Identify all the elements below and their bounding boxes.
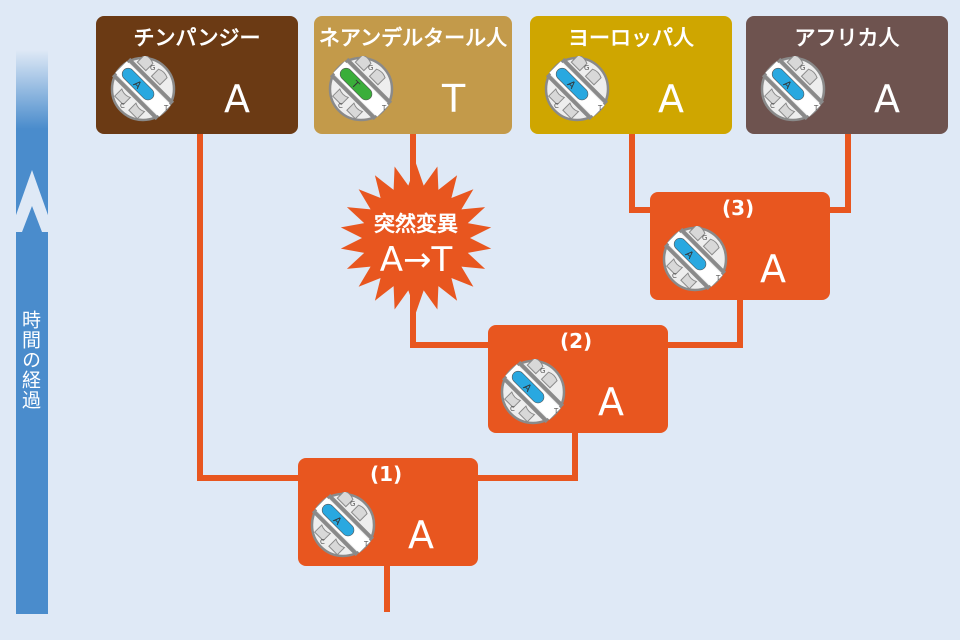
svg-text:C: C	[338, 102, 343, 110]
mutation-title: 突然変異	[374, 212, 458, 236]
base-letter: T	[442, 77, 466, 121]
branch-european	[629, 130, 652, 213]
species-name: チンパンジー	[133, 26, 261, 50]
svg-text:G: G	[584, 64, 589, 72]
mutation-change: A→T	[379, 240, 453, 280]
svg-text:C: C	[510, 405, 515, 413]
svg-text:T: T	[363, 540, 369, 548]
node-label: (2)	[560, 329, 593, 353]
node-label: (1)	[370, 462, 403, 486]
svg-text:T: T	[597, 104, 603, 112]
svg-text:C: C	[554, 102, 559, 110]
svg-text:T: T	[553, 407, 559, 415]
svg-text:T: T	[381, 104, 387, 112]
svg-text:G: G	[702, 234, 707, 242]
base-letter: A	[224, 77, 250, 121]
node-label: (3)	[722, 196, 755, 220]
svg-text:T: T	[813, 104, 819, 112]
mutation-burst: 突然変異 A→T	[336, 160, 496, 316]
base-letter: A	[408, 513, 434, 557]
up-arrow-icon	[10, 50, 54, 614]
base-letter: A	[658, 77, 684, 121]
svg-text:C: C	[672, 272, 677, 280]
branch-african	[828, 130, 851, 213]
time-axis-label: 時間の経過	[19, 310, 41, 410]
svg-text:G: G	[350, 500, 355, 508]
svg-text:T: T	[163, 104, 169, 112]
base-letter: A	[874, 77, 900, 121]
time-axis	[8, 50, 56, 614]
base-letter: A	[598, 380, 624, 424]
species-name: アフリカ人	[794, 26, 900, 50]
branch-node2-to-node1	[475, 430, 578, 481]
svg-text:C: C	[770, 102, 775, 110]
svg-text:C: C	[320, 538, 325, 546]
svg-text:G: G	[800, 64, 805, 72]
base-letter: A	[760, 247, 786, 291]
svg-text:G: G	[368, 64, 373, 72]
branch-chimp	[197, 130, 300, 481]
svg-text:G: G	[150, 64, 155, 72]
starburst-icon	[340, 163, 492, 313]
species-name: ヨーロッパ人	[568, 26, 694, 50]
species-name: ネアンデルタール人	[318, 26, 508, 50]
svg-text:G: G	[540, 367, 545, 375]
svg-text:T: T	[715, 274, 721, 282]
svg-text:C: C	[120, 102, 125, 110]
branch-node3-to-node2	[665, 298, 743, 348]
